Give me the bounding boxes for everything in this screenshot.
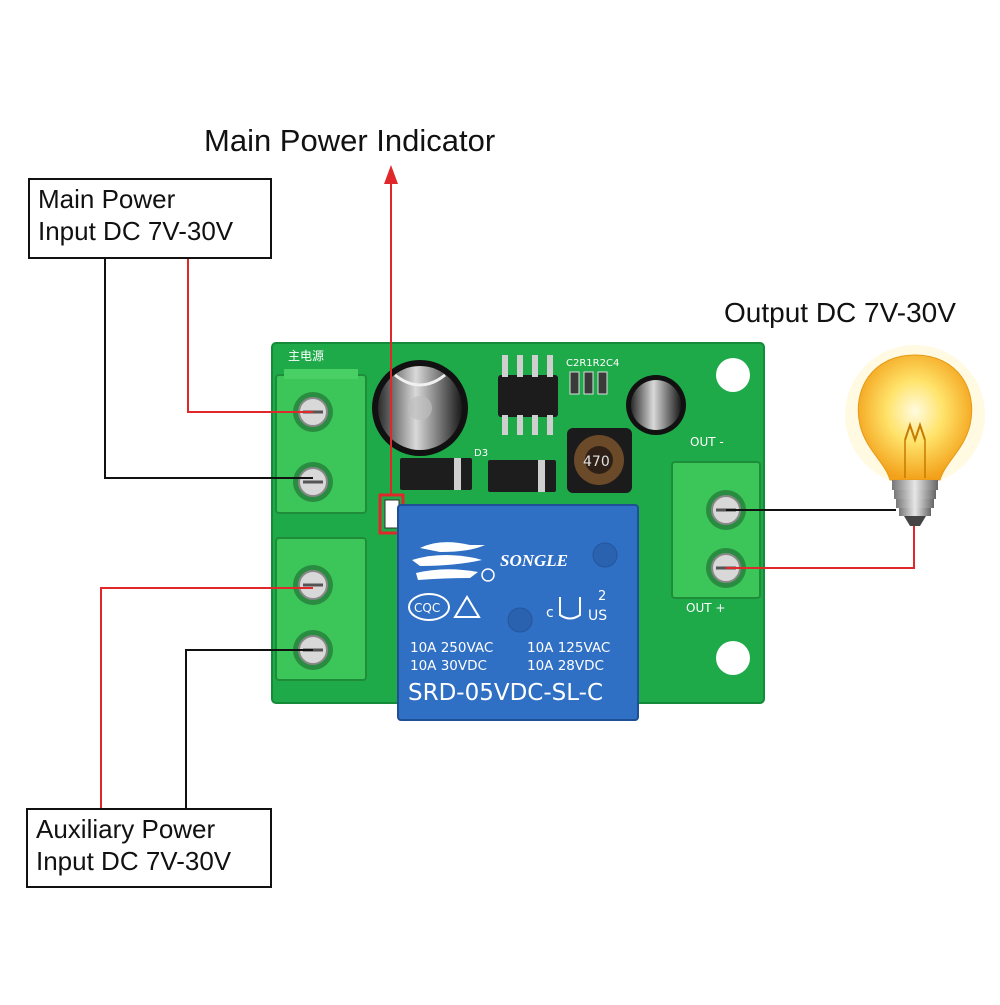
relay-triangle-mark [453, 595, 481, 618]
output-label: Output DC 7V-30V [724, 297, 956, 328]
wire-output-positive [726, 526, 915, 569]
silk-out-minus: OUT - [690, 435, 724, 449]
inductor-text: 470 [583, 454, 610, 470]
relay: SONGLE CQC c US 2 10A 250VAC 10A 125VAC … [397, 504, 639, 721]
wire-main-positive [187, 257, 313, 413]
ic-chip [498, 355, 558, 435]
inductor: 470 [567, 428, 632, 493]
relay-model: SRD-05VDC-SL-C [408, 680, 603, 706]
relay-rating-2r: 10A 28VDC [527, 658, 604, 674]
indicator-arrowhead-icon [384, 165, 398, 184]
silk-out-plus: OUT + [686, 601, 725, 615]
songle-logo [412, 542, 485, 580]
aux-power-input-line1: Auxiliary Power [36, 814, 216, 844]
main-power-input-box: Main Power Input DC 7V-30V [28, 178, 272, 259]
capacitor-large [372, 360, 468, 456]
silk-d3: D3 [474, 448, 488, 459]
relay-ul-num: 2 [598, 589, 606, 604]
silk-main-power: 主电源 [288, 349, 324, 363]
capacitor-small [626, 375, 686, 435]
silk-c2r1r2c4: C2R1R2C4 [566, 358, 619, 369]
relay-rating-1l: 10A 250VAC [410, 640, 493, 656]
relay-rating-1r: 10A 125VAC [527, 640, 610, 656]
main-power-input-line1: Main Power [38, 184, 176, 214]
wire-aux-positive [100, 587, 313, 808]
wire-main-negative [104, 257, 313, 479]
terminal-main-power [275, 369, 367, 514]
relay-ul-mark [559, 597, 581, 620]
terminal-output [671, 461, 761, 599]
relay-brand: SONGLE [500, 551, 568, 570]
mounting-hole [716, 358, 750, 392]
main-power-indicator-label: Main Power Indicator [204, 123, 496, 158]
aux-power-input-line2: Input DC 7V-30V [36, 846, 232, 876]
aux-power-input-box: Auxiliary Power Input DC 7V-30V [26, 808, 272, 888]
light-bulb-icon [845, 345, 985, 526]
relay-ul-c: c [546, 605, 554, 621]
mounting-hole [716, 641, 750, 675]
main-power-input-line2: Input DC 7V-30V [38, 216, 234, 246]
terminal-aux-power [275, 537, 367, 681]
relay-cqc: CQC [414, 601, 440, 615]
wire-aux-negative [185, 649, 313, 808]
diodes [400, 458, 556, 492]
relay-ul-us: US [588, 608, 607, 624]
relay-rating-2l: 10A 30VDC [410, 658, 487, 674]
smd-components [569, 371, 608, 395]
wires [100, 182, 915, 808]
